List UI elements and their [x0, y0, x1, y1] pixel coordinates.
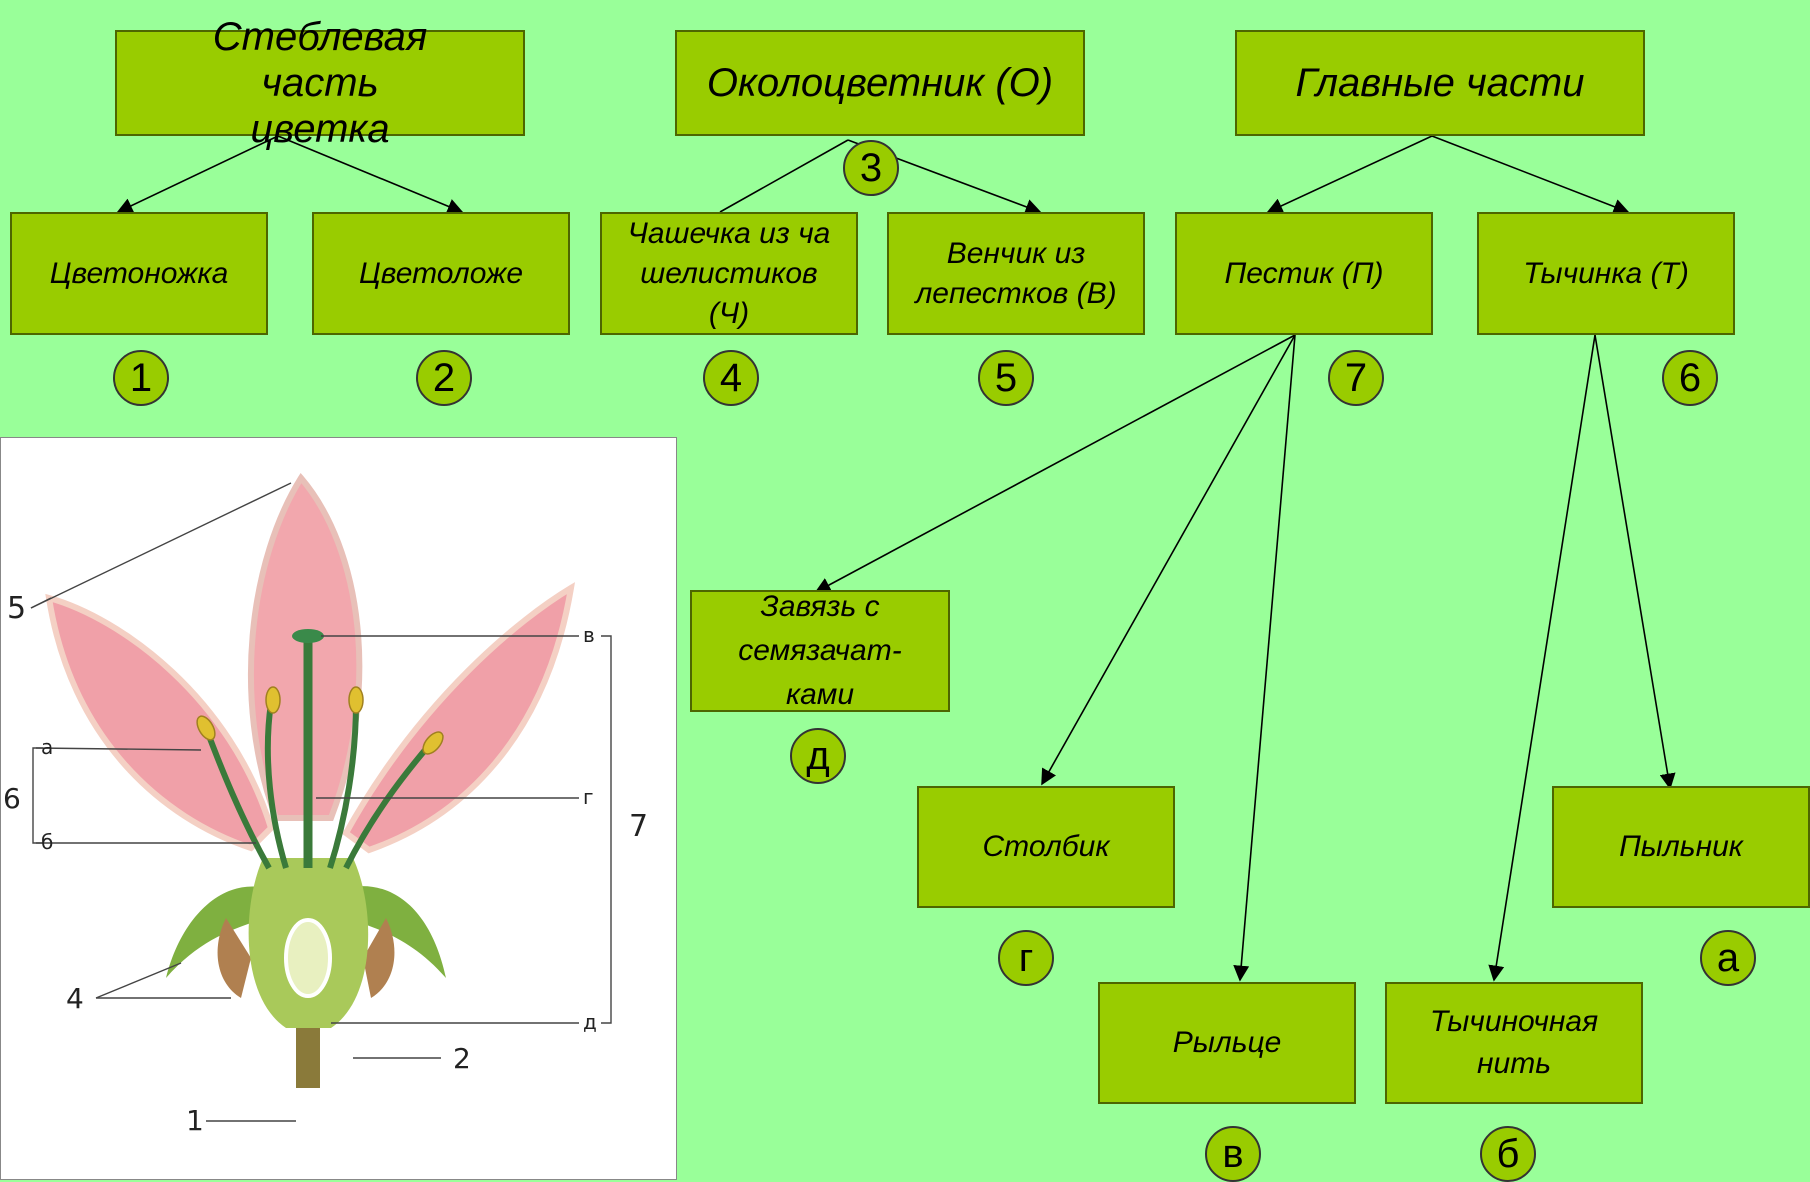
- fig-label-g: г: [583, 785, 594, 809]
- corolla-label: Венчик из лепестков (В): [911, 234, 1121, 314]
- marker-d: д: [790, 728, 846, 784]
- filament-label: Тычиночная нить: [1404, 1001, 1624, 1085]
- stem-part-box: Стеблевая часть цветка: [115, 30, 525, 136]
- marker-7: 7: [1328, 350, 1384, 406]
- marker-b: б: [1480, 1126, 1536, 1182]
- ovary-label: Завязь с семязачат-ками: [715, 585, 925, 717]
- anther-box: Пыльник: [1552, 786, 1810, 908]
- flower-drawing: 5 а 6 б 4 1 2 в г д 7: [1, 438, 677, 1180]
- main-parts-label: Главные части: [1295, 60, 1584, 106]
- ovary-box: Завязь с семязачат-ками: [690, 590, 950, 712]
- fig-label-2: 2: [453, 1042, 471, 1075]
- fig-label-4: 4: [66, 982, 84, 1015]
- fig-label-7: 7: [629, 809, 648, 844]
- stamen-label: Тычинка (Т): [1523, 253, 1689, 295]
- calyx-box: Чашечка из чашелистиков (Ч): [600, 212, 858, 335]
- perianth-label: Околоцветник (О): [690, 60, 1070, 106]
- fig-label-v: в: [583, 623, 595, 647]
- marker-1: 1: [113, 350, 169, 406]
- marker-4: 4: [703, 350, 759, 406]
- marker-6: 6: [1662, 350, 1718, 406]
- marker-3: 3: [843, 140, 899, 196]
- marker-v: в: [1205, 1126, 1261, 1182]
- pedicel-box: Цветоножка: [10, 212, 268, 335]
- marker-2: 2: [416, 350, 472, 406]
- corolla-box: Венчик из лепестков (В): [887, 212, 1145, 335]
- pistil-box: Пестик (П): [1175, 212, 1433, 335]
- calyx-label: Чашечка из чашелистиков (Ч): [624, 214, 834, 334]
- fig-label-5: 5: [7, 591, 26, 626]
- filament-box: Тычиночная нить: [1385, 982, 1643, 1104]
- main-parts-box: Главные части: [1235, 30, 1645, 136]
- stigma-box: Рыльце: [1098, 982, 1356, 1104]
- fig-label-d: д: [583, 1010, 597, 1034]
- fig-label-a: а: [41, 735, 53, 759]
- perianth-box: Околоцветник (О): [675, 30, 1085, 136]
- fig-label-b: б: [41, 830, 53, 854]
- pistil-label: Пестик (П): [1225, 253, 1384, 295]
- receptacle-label: Цветоложе: [359, 253, 523, 295]
- stamen-box: Тычинка (Т): [1477, 212, 1735, 335]
- anther-label: Пыльник: [1619, 826, 1743, 868]
- stem-part-label: Стеблевая часть цветка: [205, 14, 435, 152]
- stigma-label: Рыльце: [1173, 1022, 1282, 1064]
- style-label: Столбик: [983, 826, 1110, 868]
- marker-5: 5: [978, 350, 1034, 406]
- pedicel-label: Цветоножка: [44, 253, 234, 295]
- fig-label-6: 6: [3, 782, 21, 815]
- marker-g: г: [998, 930, 1054, 986]
- flower-illustration: 5 а 6 б 4 1 2 в г д 7: [0, 437, 677, 1180]
- style-box: Столбик: [917, 786, 1175, 908]
- marker-a: а: [1700, 930, 1756, 986]
- receptacle-box: Цветоложе: [312, 212, 570, 335]
- fig-label-1: 1: [186, 1104, 204, 1137]
